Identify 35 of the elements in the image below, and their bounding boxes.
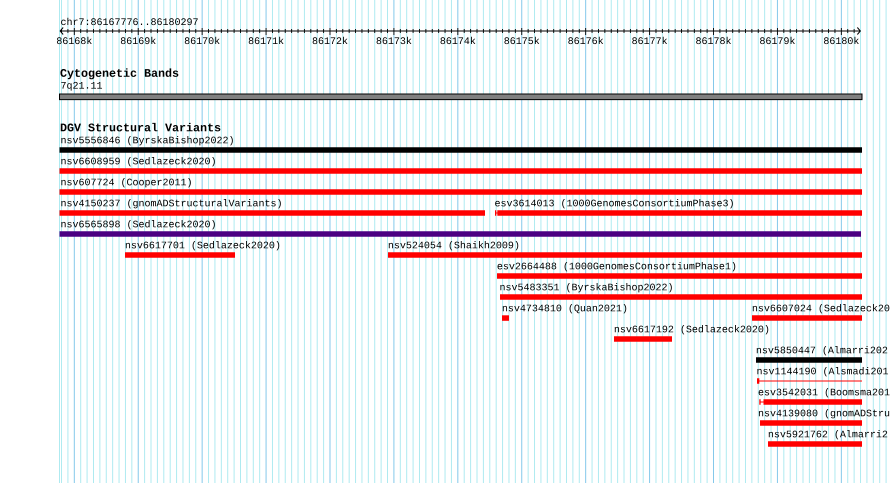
variant-label: nsv5556846 (ByrskaBishop2022) [61, 136, 233, 146]
variant-label: nsv6608959 (Sedlazeck2020) [61, 157, 215, 166]
scale-label: 86170k [184, 36, 220, 44]
scale-label: 86173k [376, 36, 412, 44]
variant-label: nsv5921762 (Almarri2 [768, 430, 888, 440]
variant-label: esv2664488 (1000GenomesConsortiumPhase1) [498, 262, 736, 272]
variant-label: nsv607724 (Cooper2011) [61, 178, 191, 188]
scale-label: 86174k [440, 36, 476, 44]
scale-label: 86175k [504, 36, 540, 44]
track-title: Cytogenetic Bands [60, 68, 178, 80]
scale-label: 86180k [824, 36, 859, 44]
variant-label: esv3614013 (1000GenomesConsortiumPhase3) [495, 199, 733, 208]
variant-label: nsv4150237 (gnomADStructuralVariants) [61, 199, 281, 208]
variant-label: nsv6607024 (Sedlazeck20 [752, 304, 890, 314]
variant-label: nsv524054 (Shaikh2009) [388, 241, 518, 250]
scale-label: 86177k [632, 36, 668, 44]
scale-label: 86171k [248, 36, 284, 44]
variant-label: nsv4139080 (gnomADStru [758, 409, 890, 418]
variant-label: nsv6617192 (Sedlazeck2020) [614, 325, 768, 334]
track-title: DGV Structural Variants [60, 122, 220, 132]
band-label: 7q21.11 [61, 82, 102, 91]
variant-label: nsv5483351 (ByrskaBishop2022) [500, 283, 672, 292]
scale-label: 86172k [312, 36, 348, 44]
variant-label: nsv6617701 (Sedlazeck2020) [126, 241, 280, 250]
position-label: chr7:86167776..86180297 [61, 18, 198, 26]
variant-label: nsv5850447 (Almarri202 [756, 346, 888, 356]
scale-label: 86178k [696, 36, 731, 44]
scale-label: 86176k [568, 36, 604, 44]
scale-label: 86169k [120, 36, 156, 44]
variant-label: esv3542031 (Boomsma201 [758, 388, 890, 398]
variant-label: nsv4734810 (Quan2021) [502, 304, 626, 314]
variant-label: nsv1144190 (Alsmadi201 [757, 367, 888, 376]
variant-label: nsv6565898 (Sedlazeck2020) [61, 220, 215, 230]
scale-label: 86168k [56, 36, 92, 44]
scale-label: 86179k [760, 36, 795, 44]
